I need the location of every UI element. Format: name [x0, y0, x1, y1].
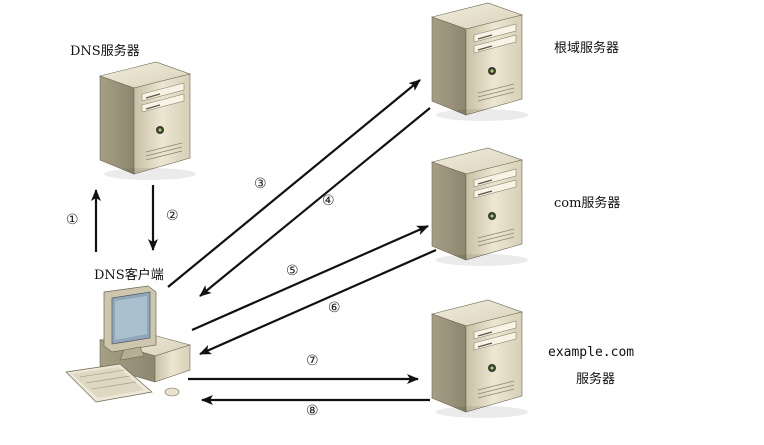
- dns-client-label: DNS客户端: [94, 268, 164, 283]
- example-server-label-domain: example.com: [548, 345, 635, 360]
- step-label-6: ⑥: [328, 300, 341, 316]
- step-label-8: ⑧: [306, 403, 319, 419]
- com-server-icon: [431, 147, 529, 267]
- dns-client-computer-icon: [65, 285, 192, 403]
- com-server-label: com服务器: [554, 196, 621, 211]
- step-label-3: ③: [254, 176, 267, 192]
- step-label-4: ④: [322, 193, 335, 209]
- step-label-5: ⑤: [286, 263, 299, 279]
- arrow-step-4: [199, 107, 431, 297]
- example-server-label-suffix: 服务器: [576, 372, 616, 387]
- example-server-icon: [431, 299, 529, 419]
- root-server-icon: [431, 2, 529, 122]
- root-server-label: 根域服务器: [554, 41, 620, 56]
- arrow-step-3: [167, 79, 421, 288]
- step-label-1: ①: [66, 212, 79, 228]
- dns-server-icon: [99, 61, 197, 181]
- dns-server-label: DNS服务器: [70, 44, 140, 59]
- arrow-step-6: [199, 248, 437, 356]
- step-label-2: ②: [166, 208, 179, 224]
- arrow-step-5: [191, 224, 429, 332]
- step-label-7: ⑦: [306, 353, 319, 369]
